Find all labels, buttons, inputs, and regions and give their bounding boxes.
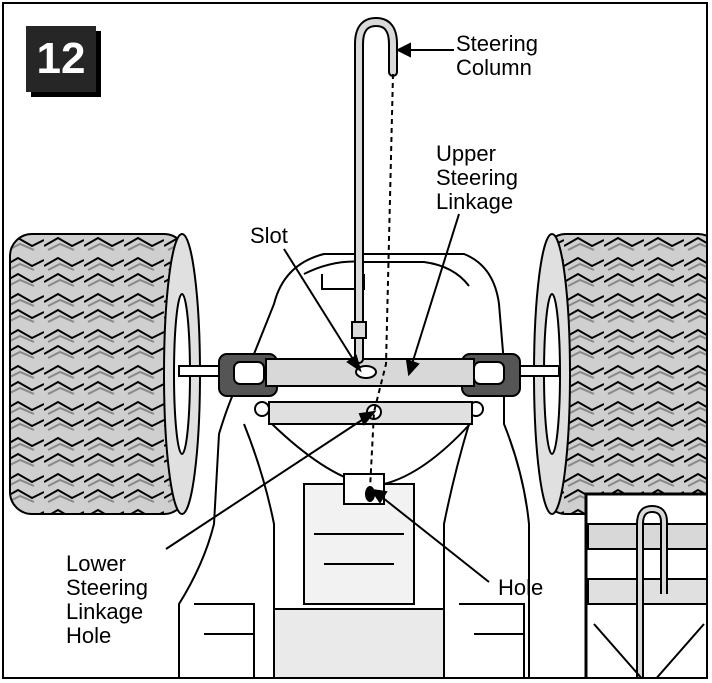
- steering-column: [351, 16, 398, 490]
- left-bracket: [218, 353, 278, 417]
- leader-lines: [165, 42, 490, 583]
- left-tire: [9, 233, 201, 515]
- right-tire: [533, 233, 706, 515]
- right-bracket: [461, 353, 521, 417]
- slot-label: Slot: [250, 223, 288, 248]
- step-number-badge: 12: [26, 26, 96, 92]
- slot-hole: [355, 365, 377, 379]
- hole-label: Hole: [498, 575, 544, 600]
- detail-inset: [584, 492, 706, 677]
- upper-steering-linkage: [265, 358, 475, 387]
- assembly-illustration: [9, 16, 706, 677]
